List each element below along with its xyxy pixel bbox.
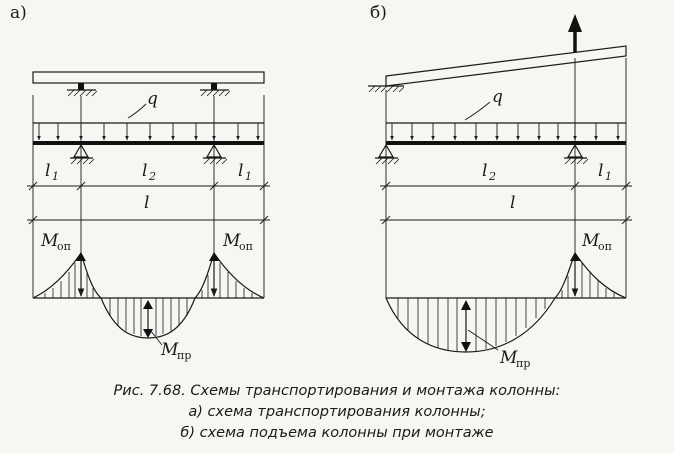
structural-diagrams: а)	[10, 3, 632, 370]
distributed-load-b: q	[386, 87, 626, 141]
load-label-a: q	[147, 89, 158, 109]
sleeper-right-a	[200, 83, 231, 97]
moment-diagram-support-right-a	[194, 251, 265, 299]
support-left-b	[375, 143, 400, 165]
total-span-a: l	[144, 193, 149, 213]
moment-diagram-support-left-a	[32, 251, 102, 299]
support-right-b	[564, 143, 589, 165]
moment-support-b: M	[581, 231, 600, 251]
total-span-b: l	[510, 193, 515, 213]
moment-support-left-sub-a: оп	[57, 240, 71, 253]
column-beam-a	[32, 71, 265, 84]
diagram-a: а)	[10, 3, 270, 362]
load-label-b: q	[492, 87, 503, 107]
load-leader-a	[127, 103, 147, 119]
span-l1-b: l	[598, 161, 603, 181]
span-l1-left-sub-a: 1	[52, 170, 59, 183]
moment-diagram-span-a	[100, 297, 196, 346]
moment-support-left-a: M	[40, 231, 59, 251]
span-l1-right-a: l	[238, 161, 243, 181]
caption-line-2: а) схема транспортирования колонны;	[188, 404, 486, 420]
span-l1-sub-b: 1	[605, 170, 612, 183]
span-l2-sub-a: 2	[148, 170, 156, 183]
moment-span-a: M	[160, 340, 179, 360]
span-l2-sub-b: 2	[488, 170, 496, 183]
span-l1-left-a: l	[45, 161, 50, 181]
diagram-b: б)	[368, 3, 632, 370]
dimension-line-partial-a	[27, 181, 270, 191]
support-right-a	[203, 143, 228, 165]
diagram-b-tag: б)	[370, 3, 387, 23]
span-l2-a: l	[142, 161, 147, 181]
moment-span-sub-a: пр	[177, 349, 191, 362]
moment-diagram-span-b	[385, 297, 556, 353]
moment-support-sub-b: оп	[598, 240, 612, 253]
moment-span-b: M	[499, 348, 518, 368]
reference-lines-b	[385, 58, 627, 298]
figure-caption: Рис. 7.68. Схемы транспортирования и мон…	[0, 381, 674, 444]
diagram-a-tag: а)	[10, 3, 27, 23]
moment-span-sub-b: пр	[516, 357, 530, 370]
moment-diagram-support-b	[554, 251, 627, 299]
support-left-a	[70, 143, 95, 165]
distributed-load-a: q	[33, 89, 264, 141]
moment-support-right-sub-a: оп	[239, 240, 253, 253]
dimension-line-total-a	[27, 215, 270, 225]
sleeper-left-a	[67, 83, 98, 97]
column-beam-b	[385, 45, 627, 87]
load-leader-b	[464, 101, 491, 121]
caption-line-1: Рис. 7.68. Схемы транспортирования и мон…	[113, 383, 561, 399]
moment-support-right-a: M	[222, 231, 241, 251]
dimension-line-total-b	[380, 215, 632, 225]
caption-line-3: б) схема подъема колонны при монтаже	[180, 425, 494, 441]
lifting-force-arrow	[568, 14, 582, 52]
ground-b	[368, 85, 405, 93]
span-l2-b: l	[482, 161, 487, 181]
span-l1-right-sub-a: 1	[245, 170, 252, 183]
dimension-line-partial-b	[380, 181, 632, 191]
